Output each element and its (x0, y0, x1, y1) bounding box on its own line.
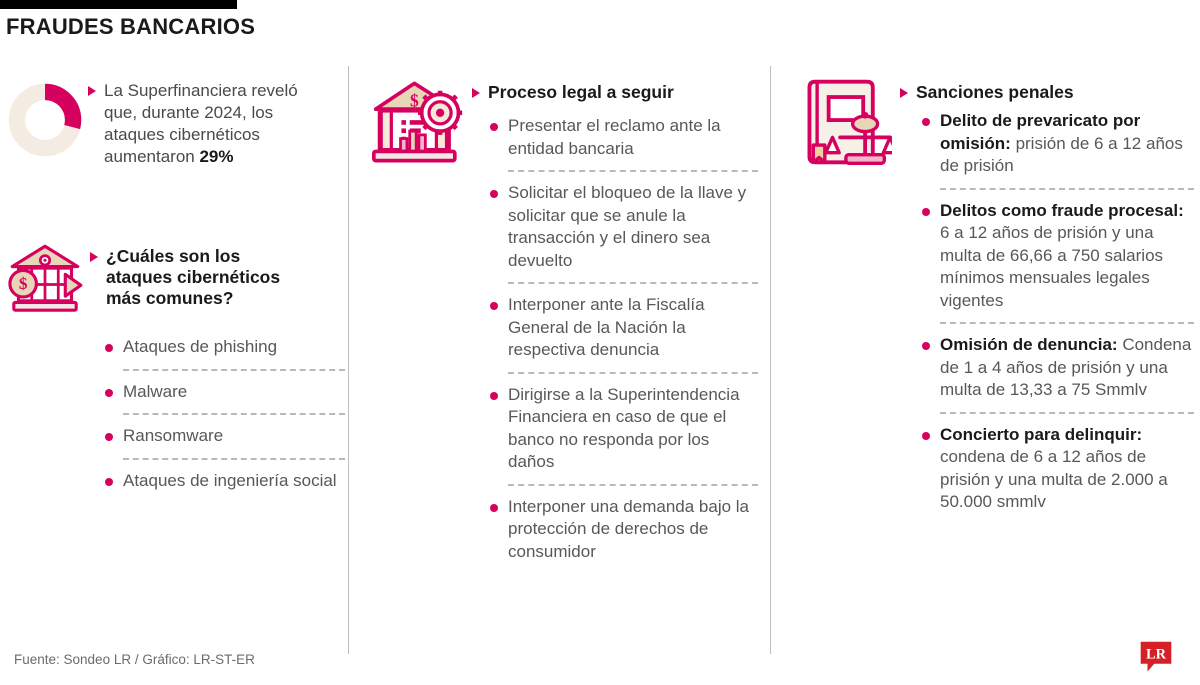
arrow-marker-icon (88, 86, 96, 96)
bullet-dot-icon (922, 118, 930, 126)
dashed-separator (123, 457, 345, 460)
page-title: FRAUDES BANCARIOS (6, 14, 256, 39)
legal-step-list: Presentar el reclamo ante la entidad ban… (490, 115, 758, 563)
legal-process-header: $ (372, 76, 674, 173)
stat-text-lead: La Superfinanciera reveló que, durante 2… (104, 81, 298, 166)
arrow-marker-icon (900, 88, 908, 98)
attack-item: Ataques de ingeniería social (105, 470, 345, 493)
bank-transfer-icon: $ (6, 240, 84, 323)
bullet-dot-icon (490, 302, 498, 310)
sanction-list: Delito de prevaricato por omisión: prisi… (922, 110, 1194, 514)
bullet-dot-icon (490, 190, 498, 198)
sanction-detail: condena de 6 a 12 años de prisión y una … (940, 447, 1168, 511)
attack-item: Ataques de phishing (105, 336, 345, 359)
bullet-dot-icon (922, 431, 930, 440)
attack-item: Ransomware (105, 425, 345, 448)
stat-percent: 29% (199, 147, 234, 166)
dashed-separator (508, 371, 758, 374)
legal-step-item: Interponer ante la Fiscalía General de l… (490, 294, 758, 362)
dashed-separator (508, 282, 758, 284)
svg-text:$: $ (19, 274, 28, 293)
sanction-item-text: Delito de prevaricato por omisión: prisi… (940, 110, 1194, 178)
stat-text-wrap: La Superfinanciera reveló que, durante 2… (88, 78, 303, 168)
legal-step-item: Dirigirse a la Superintendencia Financie… (490, 384, 758, 474)
stat-head-row: La Superfinanciera reveló que, durante 2… (88, 80, 303, 168)
sanction-detail: 6 a 12 años de prisión y una multa de 66… (940, 223, 1164, 310)
attack-item-text: Ataques de phishing (123, 337, 278, 356)
sanctions-header: Sanciones penales (796, 74, 1074, 175)
arrow-marker-icon (90, 252, 98, 262)
question-heading: ¿Cuáles son los ataques cibernéticos más… (106, 246, 281, 308)
question-head-row: ¿Cuáles son los ataques cibernéticos más… (90, 246, 305, 309)
donut-chart-icon (6, 78, 84, 168)
law-book-scales-icon (796, 74, 899, 175)
legal-step-item: Presentar el reclamo ante la entidad ban… (490, 115, 758, 160)
column-divider-2 (770, 66, 771, 654)
bullet-dot-icon (105, 388, 113, 397)
sanction-item-text: Omisión de denuncia: Condena de 1 a 4 añ… (940, 334, 1194, 402)
attack-item-text: Ransomware (123, 426, 224, 445)
stat-text: La Superfinanciera reveló que, durante 2… (104, 80, 303, 168)
legal-step-item: Interponer una demanda bajo la protecció… (490, 496, 758, 564)
legal-step-item-text: Solicitar el bloqueo de la llave y solic… (508, 183, 747, 270)
legal-process-heading-wrap: Proceso legal a seguir (472, 76, 674, 173)
dashed-separator (123, 368, 345, 371)
column-divider-1 (348, 66, 349, 654)
sanctions-heading: Sanciones penales (916, 82, 1074, 102)
sanction-detail: Condena de 1 a 4 años de prisión y una m… (940, 335, 1192, 399)
legal-process-head-row: Proceso legal a seguir (472, 82, 674, 103)
sanction-item: Delitos como fraude procesal: 6 a 12 año… (922, 200, 1194, 313)
svg-text:LR: LR (1146, 647, 1167, 663)
sanction-item-text: Concierto para delinquir: condena de 6 a… (940, 424, 1194, 514)
attack-item-text: Malware (123, 381, 188, 401)
courthouse-gear-icon: $ (372, 76, 464, 173)
attack-item-text: Ataques de ingeniería social (123, 470, 337, 490)
sanction-item-text: Delitos como fraude procesal: 6 a 12 año… (940, 200, 1194, 313)
legal-step-item-text: Interponer ante la Fiscalía General de l… (508, 295, 705, 359)
bullet-dot-icon (105, 477, 113, 486)
sanction-item: Concierto para delinquir: condena de 6 a… (922, 424, 1194, 514)
dashed-separator (123, 413, 345, 415)
legal-step-item-text: Interponer una demanda bajo la protecció… (508, 496, 750, 561)
sanction-term: Concierto para delinquir: (940, 424, 1143, 444)
sanction-term: Delitos como fraude procesal: (940, 200, 1184, 220)
sanctions-heading-wrap: Sanciones penales (900, 74, 1074, 175)
bullet-dot-icon (490, 503, 498, 512)
legal-step-item: Solicitar el bloqueo de la llave y solic… (490, 182, 758, 272)
sanction-item: Delito de prevaricato por omisión: prisi… (922, 110, 1194, 178)
attack-item: Malware (105, 381, 345, 404)
dashed-separator (508, 483, 758, 486)
arrow-marker-icon (472, 88, 480, 98)
legal-step-item-text: Dirigirse a la Superintendencia Financie… (508, 384, 740, 472)
question-text-wrap: ¿Cuáles son los ataques cibernéticos más… (90, 240, 305, 323)
stat-block: La Superfinanciera reveló que, durante 2… (6, 78, 303, 168)
bullet-dot-icon (490, 391, 498, 400)
dashed-separator (940, 187, 1194, 190)
svg-text:$: $ (410, 90, 419, 110)
lr-logo: LR (1139, 640, 1173, 674)
dashed-separator (940, 322, 1194, 324)
sanction-item: Omisión de denuncia: Condena de 1 a 4 añ… (922, 334, 1194, 402)
question-block: $ ¿Cuáles son los ataques cibernéticos m… (6, 240, 305, 323)
sanction-term: Omisión de denuncia: (940, 335, 1118, 354)
header-accent-bar (0, 0, 237, 9)
source-credit: Fuente: Sondeo LR / Gráfico: LR-ST-ER (14, 652, 255, 667)
bullet-dot-icon (922, 207, 930, 216)
bullet-dot-icon (105, 344, 113, 352)
sanctions-head-row: Sanciones penales (900, 82, 1074, 103)
dashed-separator (940, 411, 1194, 414)
bullet-dot-icon (922, 342, 930, 350)
bullet-dot-icon (105, 433, 113, 441)
sanction-detail: prisión de 6 a 12 años de prisión (940, 133, 1183, 176)
legal-step-item-text: Presentar el reclamo ante la entidad ban… (508, 116, 721, 158)
bullet-dot-icon (490, 123, 498, 131)
legal-process-heading: Proceso legal a seguir (488, 82, 674, 102)
sanction-term: Delito de prevaricato por omisión: (940, 111, 1141, 153)
dashed-separator (508, 170, 758, 172)
